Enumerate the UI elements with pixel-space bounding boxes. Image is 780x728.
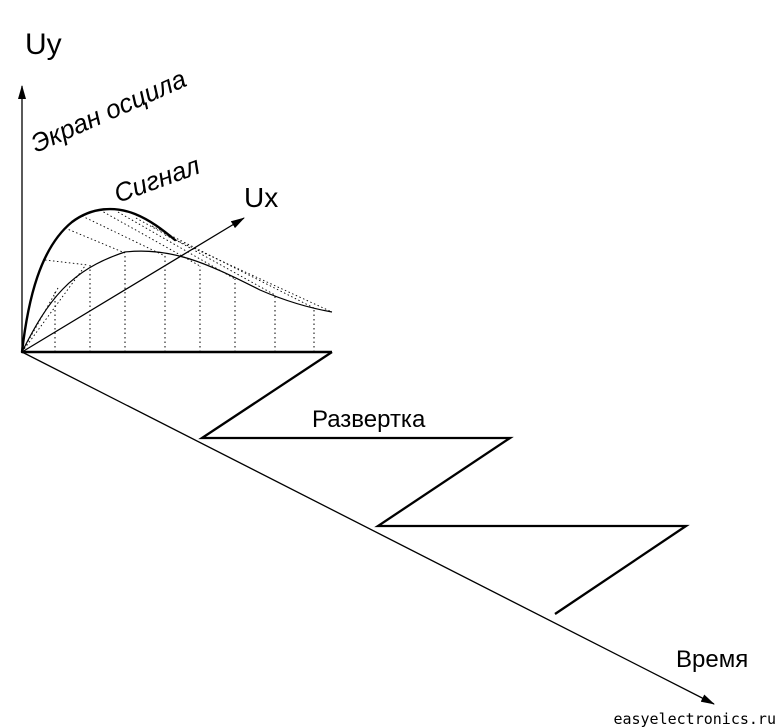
screen-label: Экран осцила bbox=[26, 63, 190, 158]
ux-axis bbox=[21, 217, 245, 353]
time-axis bbox=[21, 351, 715, 705]
screen-trace bbox=[21, 250, 333, 353]
projection-verticals bbox=[54, 253, 315, 352]
sweep-label: Развертка bbox=[312, 406, 426, 433]
time-axis-label: Время bbox=[676, 646, 748, 673]
origin-diagonals bbox=[21, 265, 86, 353]
signal-curve bbox=[20, 207, 177, 354]
uy-axis-label: Uy bbox=[25, 28, 62, 61]
sweep-sawtooth bbox=[198, 351, 690, 615]
ux-axis-label: Ux bbox=[244, 182, 278, 213]
watermark: easyelectronics.ru bbox=[613, 710, 776, 728]
signal-label: Сигнал bbox=[110, 150, 204, 209]
projection-diagonals bbox=[44, 209, 333, 313]
